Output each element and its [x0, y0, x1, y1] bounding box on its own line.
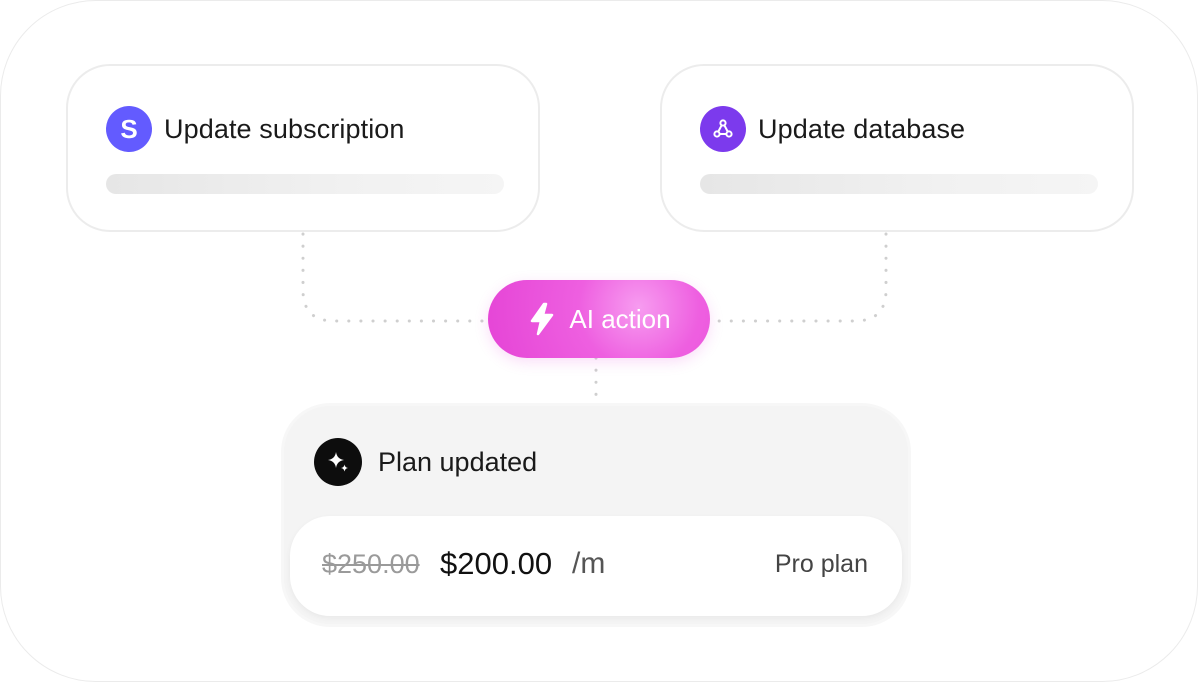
update-subscription-card[interactable]: S Update subscription [66, 64, 540, 232]
sparkle-icon [314, 438, 362, 486]
ai-action-button[interactable]: AI action [488, 280, 710, 358]
plan-name: Pro plan [774, 550, 868, 578]
card-header: S Update subscription [106, 106, 405, 152]
ai-action-label: AI action [569, 303, 671, 334]
card-title: Update subscription [164, 113, 405, 144]
old-price: $250.00 [322, 549, 420, 579]
price-row: $250.00 $200.00 /m Pro plan [290, 516, 902, 616]
result-title: Plan updated [378, 446, 538, 477]
loading-skeleton-bar [700, 174, 1098, 194]
stripe-badge-icon: S [106, 106, 152, 152]
lightning-icon [531, 302, 554, 336]
card-title: Update database [758, 113, 966, 144]
webhook-icon [700, 106, 746, 152]
card-header: Update database [700, 106, 965, 152]
plan-updated-card[interactable]: Plan updated $250.00 $200.00 /m Pro plan [284, 406, 908, 624]
update-database-card[interactable]: Update database [660, 64, 1134, 232]
connector-database-to-ai [708, 232, 888, 323]
connector-subscription-to-ai [301, 232, 490, 323]
billing-period: /m [572, 547, 606, 580]
loading-skeleton-bar [106, 174, 504, 194]
new-price: $200.00 [440, 546, 553, 581]
badge-letter: S [120, 113, 138, 144]
result-header: Plan updated [314, 438, 537, 486]
